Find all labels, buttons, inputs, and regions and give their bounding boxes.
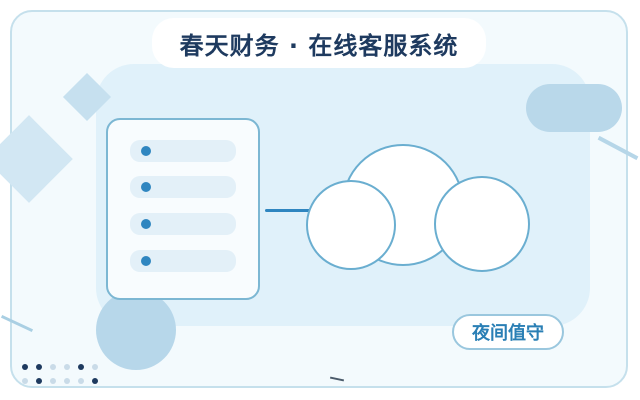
night-duty-badge: 夜间值守 bbox=[452, 314, 564, 350]
title-banner: 春天财务 · 在线客服系统 bbox=[152, 18, 486, 68]
list-item bbox=[130, 176, 236, 198]
list-bullet-icon bbox=[141, 182, 151, 192]
dot-grid-decoration-icon bbox=[20, 362, 104, 388]
list-bullet-icon bbox=[141, 219, 151, 229]
connector-line bbox=[265, 209, 331, 212]
page-title: 春天财务 · 在线客服系统 bbox=[179, 31, 459, 60]
cloud-left-lobe bbox=[306, 180, 396, 270]
pill-decoration bbox=[526, 84, 622, 132]
circle-decoration-icon bbox=[96, 290, 176, 370]
list-bullet-icon bbox=[141, 256, 151, 266]
message-list-card bbox=[106, 118, 260, 300]
list-item bbox=[130, 213, 236, 235]
list-item bbox=[130, 250, 236, 272]
list-item bbox=[130, 140, 236, 162]
cloud-right-lobe bbox=[434, 176, 530, 272]
list-bullet-icon bbox=[141, 146, 151, 156]
